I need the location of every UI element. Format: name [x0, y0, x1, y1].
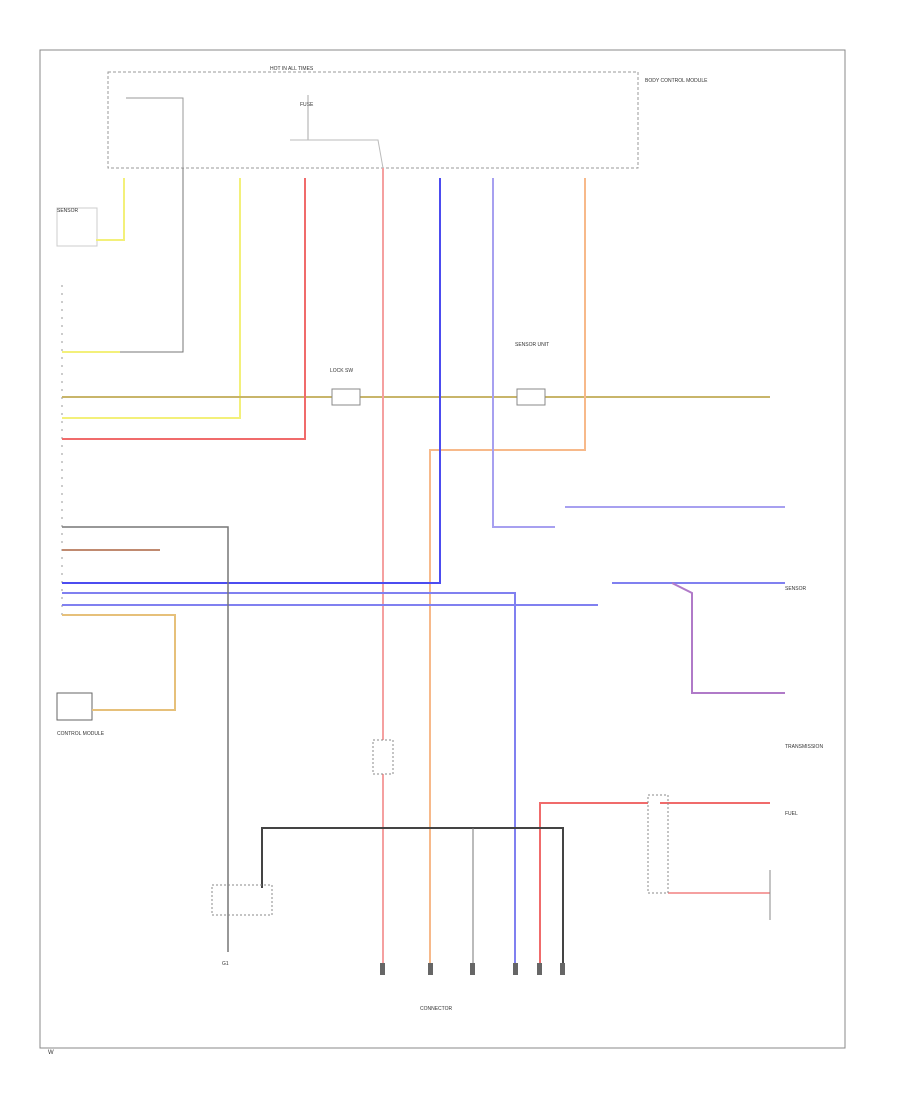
left-control-module-label: CONTROL MODULE [57, 731, 105, 737]
bottom-connector-terminals [380, 963, 565, 975]
lock-switch-label: LOCK SW [330, 368, 353, 374]
orange-wire [429, 178, 586, 970]
top-module-box [107, 71, 639, 169]
sensor-unit-connector [516, 388, 546, 406]
left-control-module-box [56, 692, 93, 721]
right-connector [647, 794, 669, 894]
footer-code: W [48, 1050, 54, 1056]
pink-wire-connector [372, 739, 394, 775]
red-wire-left [62, 178, 306, 440]
ground-a-label: G1 [222, 961, 229, 967]
right-module-label-1: SENSOR [785, 586, 807, 592]
blue-wire-b [62, 592, 516, 970]
diagram-frame [39, 49, 846, 1049]
fuse-label: FUSE [300, 102, 314, 108]
yellow-wire-a [96, 178, 125, 241]
sensor-unit-label: SENSOR UNIT [515, 342, 549, 348]
lavender-wire [492, 178, 555, 528]
lock-switch-connector [331, 388, 361, 406]
violet-wire [671, 582, 785, 694]
ground-connector-box [211, 884, 273, 916]
left-sensor-label: SENSOR [57, 208, 79, 214]
top-module-title: HOT IN ALL TIMES [270, 66, 314, 72]
right-module-label-2: TRANSMISSION [785, 744, 823, 750]
gray-wire-top-left [62, 168, 184, 353]
gray-wire-ground [62, 526, 229, 952]
module-inner-link [290, 139, 384, 169]
module-inner-line [126, 97, 184, 168]
left-top-sensor [56, 207, 98, 247]
yellow-wire-b [62, 178, 241, 419]
blue-wire-main [62, 178, 441, 584]
side-module-label: BODY CONTROL MODULE [645, 78, 708, 84]
black-wire-bus [261, 827, 564, 975]
right-module-label-3: FUEL [785, 811, 798, 817]
bottom-connector-label: CONNECTOR [420, 1006, 453, 1012]
tan-wire-left [62, 614, 176, 711]
red-wire-bottom [539, 802, 648, 975]
